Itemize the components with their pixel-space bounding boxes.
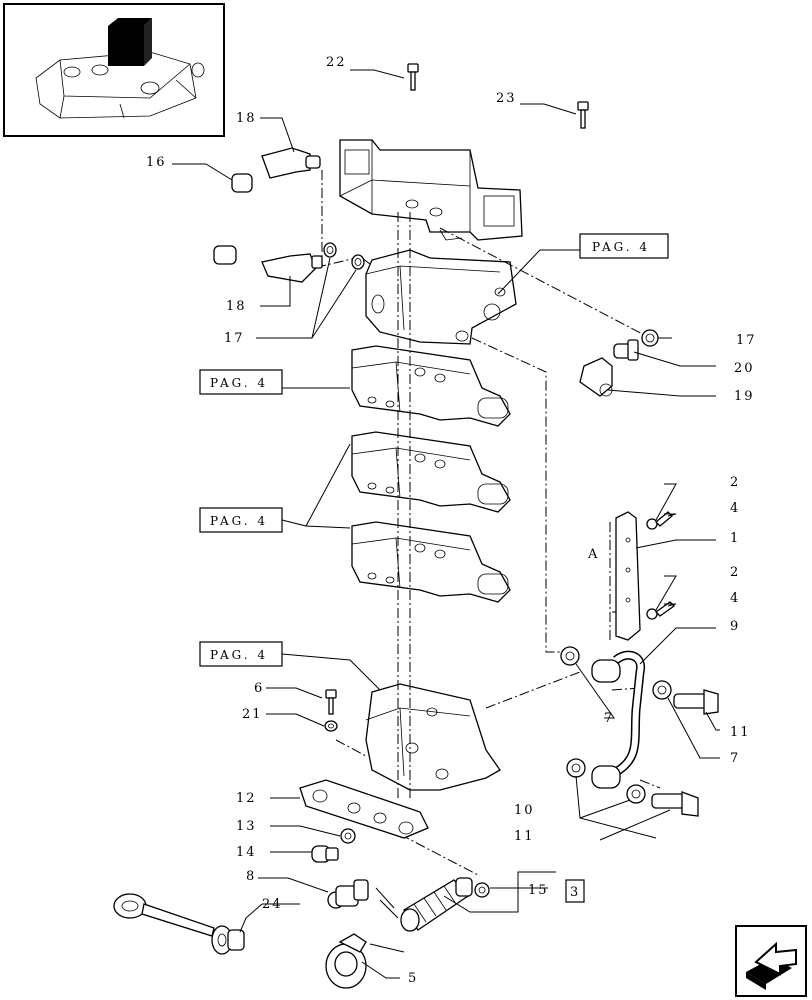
dust-cap-5 xyxy=(325,933,367,989)
seal-ring-13 xyxy=(340,828,356,844)
callout-15: 15 xyxy=(528,883,549,898)
callout-23: 23 xyxy=(496,91,517,106)
pipe-9 xyxy=(591,650,646,789)
manifold-block-12 xyxy=(299,779,429,839)
callout-17-right: 17 xyxy=(736,333,757,348)
callout-10: 10 xyxy=(514,803,535,818)
ref-pag-text-2: PAG. 4 xyxy=(210,376,268,390)
bracket-1 xyxy=(615,511,641,641)
next-page-arrow-icon[interactable] xyxy=(735,925,807,997)
callout-12: 12 xyxy=(236,791,257,806)
callout-11-bottom: 11 xyxy=(514,829,535,844)
main-valve-body xyxy=(365,249,517,345)
ref-box-pag-section-1[interactable]: PAG. 4 xyxy=(199,369,283,395)
ref-box-3-text: 3 xyxy=(570,885,580,900)
callout-9: 9 xyxy=(730,619,740,634)
callout-5: 5 xyxy=(408,971,418,986)
seal-ring-7-top-right xyxy=(652,680,672,700)
callout-7-left: 7 xyxy=(604,711,614,726)
callout-19: 19 xyxy=(734,389,755,404)
washer-21 xyxy=(324,720,338,732)
callout-13: 13 xyxy=(236,819,257,834)
callout-A: A xyxy=(587,547,599,562)
callout-24: 24 xyxy=(262,897,283,912)
ref-box-pag-end-plate[interactable]: PAG. 4 xyxy=(199,641,283,667)
leader-lines xyxy=(172,69,720,979)
callout-6: 6 xyxy=(254,681,264,696)
callout-2-top: 2 xyxy=(730,475,740,490)
ref-pag-text-3: PAG. 4 xyxy=(210,514,268,528)
ref-box-pag-section-2[interactable]: PAG. 4 xyxy=(199,507,283,533)
callout-20: 20 xyxy=(734,361,755,376)
ref-pag-text-4: PAG. 4 xyxy=(210,648,268,662)
callout-8: 8 xyxy=(246,869,256,884)
seal-ring-7-top-left xyxy=(560,646,580,666)
ref-box-3[interactable]: 3 xyxy=(565,879,585,903)
callout-2-bottom: 2 xyxy=(730,565,740,580)
distributor-section-3 xyxy=(351,521,511,603)
elbow-19 xyxy=(579,357,613,397)
callout-14: 14 xyxy=(236,845,257,860)
ref-box-pag-top[interactable]: PAG. 4 xyxy=(579,233,669,259)
callouts: 22 23 18 16 18 17 17 20 19 2 4 1 2 4 9 A… xyxy=(146,55,757,986)
washer-2-bottom xyxy=(646,608,658,620)
quick-coupling-15 xyxy=(400,877,473,932)
seal-ring-10-bottom-right xyxy=(626,784,646,804)
pipe-16 xyxy=(165,173,253,265)
seal-ring-17-left xyxy=(323,242,337,258)
seal-ring-17-right xyxy=(641,329,659,347)
banjo-bolt-11-bottom xyxy=(651,791,699,817)
seal-ring-15 xyxy=(474,882,490,898)
screw-6 xyxy=(325,689,337,715)
callout-21: 21 xyxy=(242,707,263,722)
callout-18-bottom: 18 xyxy=(226,299,247,314)
coupler-8 xyxy=(327,879,369,909)
elbow-fitting-18-top xyxy=(261,147,321,179)
callout-17-left: 17 xyxy=(224,331,245,346)
washer-2-top xyxy=(646,518,658,530)
ref-pag-text-1: PAG. 4 xyxy=(592,240,650,254)
callout-1: 1 xyxy=(730,531,740,546)
top-valve-cover xyxy=(339,139,523,241)
retaining-strap-24 xyxy=(113,893,245,955)
adapter-20 xyxy=(613,339,639,361)
callout-16: 16 xyxy=(146,155,167,170)
thumbnail-frame[interactable] xyxy=(3,3,225,137)
end-plate-body xyxy=(365,683,501,791)
callout-18-top: 18 xyxy=(236,111,257,126)
tractor-hydraulic-lift-thumbnail xyxy=(35,18,205,119)
seal-ring-10-bottom-left xyxy=(566,758,586,778)
distributor-section-1 xyxy=(351,345,511,427)
banjo-bolt-11-top xyxy=(673,689,719,715)
elbow-fitting-18-bottom xyxy=(261,253,323,283)
callout-4-bottom: 4 xyxy=(730,591,740,606)
callout-7-right: 7 xyxy=(730,751,740,766)
screw-22 xyxy=(407,63,419,91)
screw-23 xyxy=(577,101,589,129)
callout-22: 22 xyxy=(326,55,347,70)
seal-ring-17-mid xyxy=(351,254,365,270)
plug-14 xyxy=(311,845,339,863)
callout-4-top: 4 xyxy=(730,501,740,516)
callout-11-top: 11 xyxy=(730,725,751,740)
distributor-section-2 xyxy=(351,431,511,513)
